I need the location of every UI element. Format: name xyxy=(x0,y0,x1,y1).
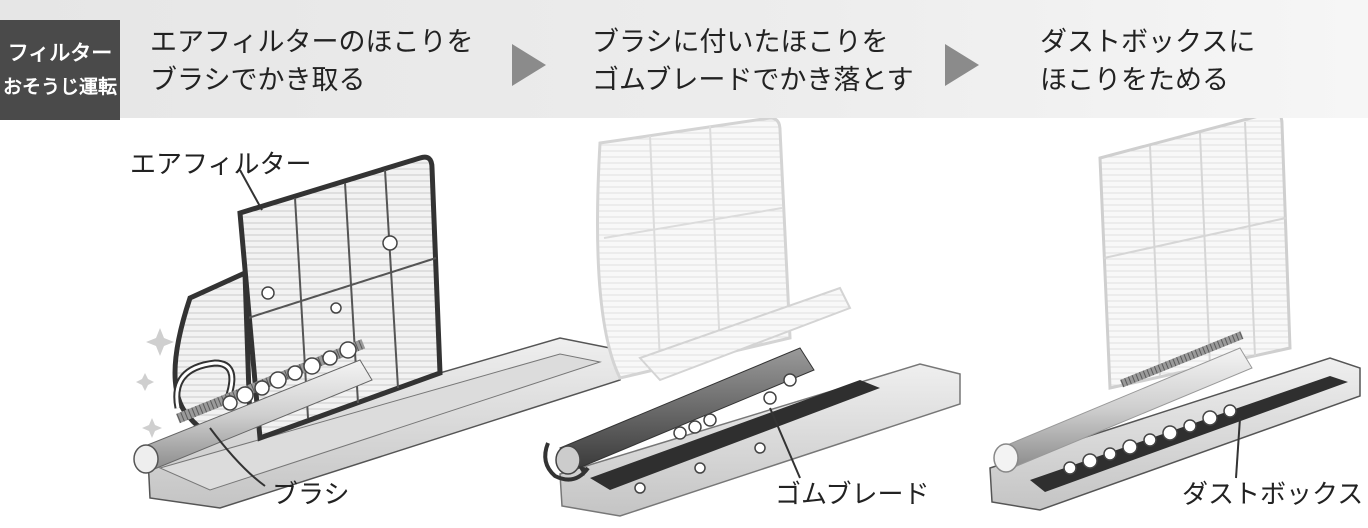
label-brush: ブラシ xyxy=(272,480,350,510)
panel-3-dust-box xyxy=(989,118,1361,511)
rubber-blade-shape xyxy=(590,380,880,490)
air-filter-shape xyxy=(1098,118,1292,390)
panel-1-brush-scraping xyxy=(133,154,621,509)
filter-leader-line xyxy=(239,169,263,211)
step-2-line2: ゴムブレードでかき落とす xyxy=(592,65,914,96)
step-1-text: エアフィルターのほこりを ブラシでかき取る xyxy=(150,24,473,100)
step-3-text: ダストボックスに ほこりをためる xyxy=(1040,24,1255,100)
step-1-line2: ブラシでかき取る xyxy=(150,65,366,96)
dustbox-leader-line xyxy=(1235,417,1241,479)
process-header: フィルター おそうじ運転 エアフィルターのほこりを ブラシでかき取る ブラシに付… xyxy=(0,0,1368,120)
label-air-filter: エアフィルター xyxy=(130,150,312,180)
step-arrow-icon xyxy=(945,44,979,86)
brush-leader-line xyxy=(209,427,266,487)
step-2-line1: ブラシに付いたほこりを xyxy=(592,27,889,58)
mode-badge: フィルター おそうじ運転 xyxy=(0,20,120,120)
label-dust-box: ダストボックス xyxy=(1182,480,1364,510)
label-rubber-blade: ゴムブレード xyxy=(775,480,930,510)
step-1-line1: エアフィルターのほこりを xyxy=(150,27,474,58)
air-filter-shape xyxy=(596,118,792,380)
step-3-line2: ほこりをためる xyxy=(1040,65,1229,96)
illustration-canvas xyxy=(133,118,1361,517)
badge-line2: おそうじ運転 xyxy=(2,76,117,98)
step-arrow-icon xyxy=(512,44,546,86)
dust-tray-shape xyxy=(559,363,961,517)
badge-line1: フィルター xyxy=(7,41,113,65)
step-3-line1: ダストボックスに xyxy=(1040,27,1256,58)
panel-2-blade-scraping xyxy=(543,118,961,517)
blade-leader-line xyxy=(769,407,801,479)
step-2-text: ブラシに付いたほこりを ゴムブレードでかき落とす xyxy=(592,24,914,100)
